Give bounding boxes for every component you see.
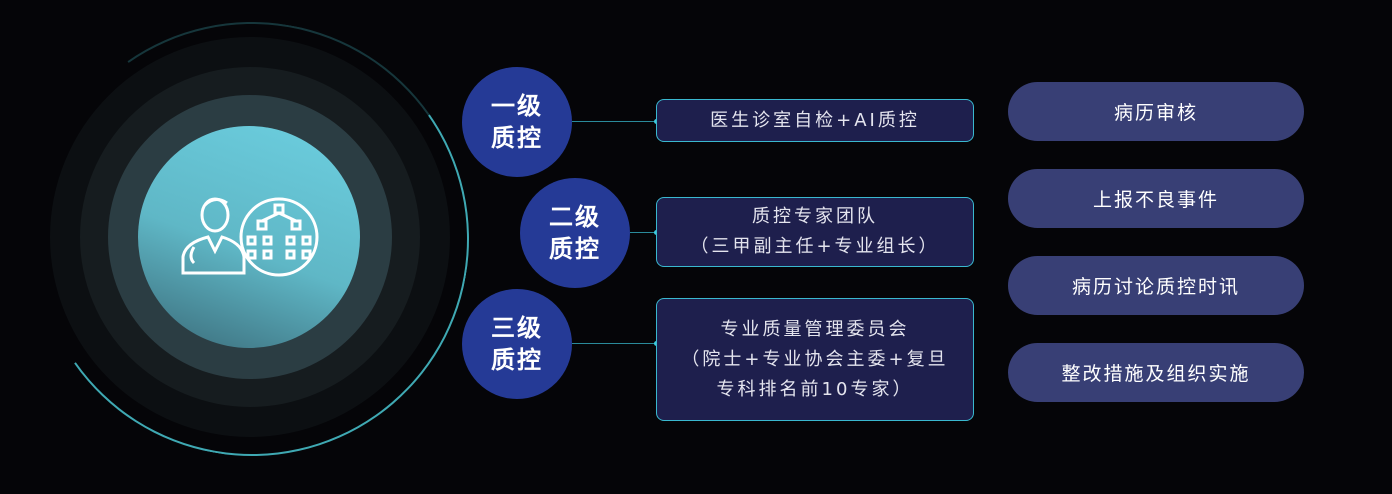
level-3-description: 专业质量管理委员会 （院士+专业协会主委+复旦专科排名前10专家） (656, 298, 974, 421)
level-label: 质控 (549, 235, 601, 263)
description-line: 质控专家团队 (752, 206, 878, 227)
description-line: 专业质量管理委员会 (720, 318, 910, 340)
connector (572, 343, 656, 344)
level-label: 二级 (549, 203, 601, 231)
level-2-description: 质控专家团队 （三甲副主任+专业组长） (656, 197, 974, 267)
description-line: 医生诊室自检+AI质控 (710, 109, 920, 131)
action-medical-record-review: 病历审核 (1008, 82, 1304, 141)
connector (572, 121, 656, 122)
level-3-circle: 三级质控 (462, 289, 572, 399)
description-line: （院士+专业协会主委+复旦 (681, 348, 949, 370)
level-label: 质控 (491, 124, 543, 152)
level-2-circle: 二级质控 (520, 178, 630, 288)
connector (630, 232, 656, 233)
doctor-org-chart-icon (181, 197, 319, 277)
description-line: 专科排名前10专家） (716, 378, 914, 400)
level-label: 质控 (491, 346, 543, 374)
level-1-circle: 一级质控 (462, 67, 572, 177)
level-label: 三级 (491, 314, 543, 342)
description-line: （三甲副主任+专业组长） (690, 236, 940, 257)
level-1-description: 医生诊室自检+AI质控 (656, 99, 974, 142)
action-report-adverse-events: 上报不良事件 (1008, 169, 1304, 228)
action-rectification: 整改措施及组织实施 (1008, 343, 1304, 402)
action-record-discussion: 病历讨论质控时讯 (1008, 256, 1304, 315)
level-label: 一级 (491, 92, 543, 120)
